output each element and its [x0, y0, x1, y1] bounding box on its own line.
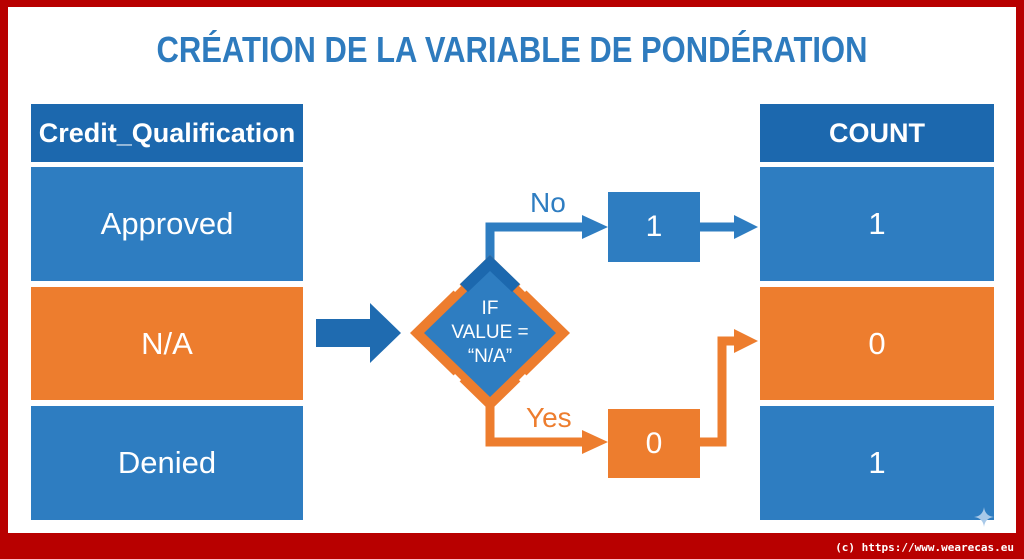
- no-label: No: [530, 187, 566, 218]
- no-branch-line: [485, 222, 586, 263]
- left-row-denied: Denied: [31, 406, 303, 520]
- left-row-na: N/A: [31, 287, 303, 400]
- sparkle-icon: [974, 507, 994, 527]
- right-row-3: 1: [760, 406, 994, 520]
- decision-diamond-fill: [424, 269, 556, 397]
- box1-out-arrowhead-icon: [734, 215, 758, 239]
- condition-line-1: IF: [481, 298, 499, 319]
- right-row-1: 1: [760, 167, 994, 281]
- right-row-2: 0: [760, 287, 994, 400]
- flow-connectors: [316, 215, 758, 454]
- left-row-approved: Approved: [31, 167, 303, 281]
- condition-line-3: “N/A”: [467, 346, 513, 367]
- yes-value-box: 0: [608, 409, 700, 478]
- box0-out-arrowhead-icon: [734, 329, 758, 353]
- yes-label: Yes: [526, 402, 572, 433]
- input-arrow-icon: [316, 303, 401, 363]
- left-table-header: Credit_Qualification: [31, 104, 303, 162]
- condition-line-2: VALUE =: [451, 322, 529, 343]
- decision-condition: IF VALUE = “N/A”: [440, 297, 540, 369]
- box0-out-line: [700, 336, 736, 447]
- no-branch-arrowhead-icon: [582, 215, 608, 239]
- decision-diamond-top-cap: [460, 255, 520, 292]
- yes-branch-line: [485, 403, 586, 447]
- diagram-canvas: CRÉATION DE LA VARIABLE DE PONDÉRATION C…: [8, 7, 1016, 533]
- yes-branch-arrowhead-icon: [582, 430, 608, 454]
- page-title: CRÉATION DE LA VARIABLE DE PONDÉRATION: [156, 29, 868, 70]
- right-table-header: COUNT: [760, 104, 994, 162]
- no-value-box: 1: [608, 192, 700, 262]
- copyright-text: (c) https://www.wearecas.eu: [835, 541, 1014, 554]
